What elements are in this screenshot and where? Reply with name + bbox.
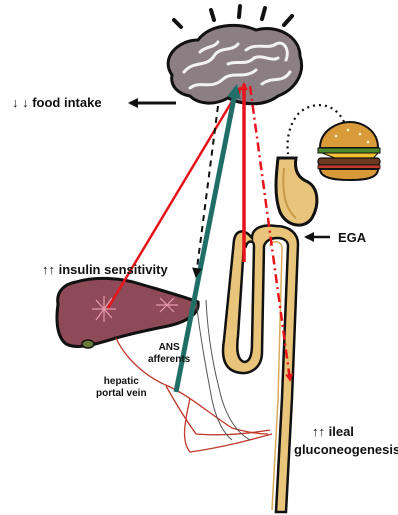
brain-rays [174,6,292,27]
ega-label: EGA [338,230,366,245]
hepatic-label-line1: hepatic [96,376,147,388]
ileal-label-line1: ↑↑ ileal [312,424,354,439]
hepatic-portal-vein-label: hepatic portal vein [96,376,147,400]
food-intake-label: ↓ ↓ food intake [12,95,102,110]
ans-label-line1: ANS [148,342,190,354]
ileal-label-line2: gluconeogenesis [294,442,398,457]
burger-icon [318,122,380,180]
ans-afferents-label: ANS afferents [148,342,190,366]
hepatic-label-line2: portal vein [96,388,147,400]
liver-icon [57,278,198,348]
insulin-sensitivity-label: ↑↑ insulin sensitivity [42,262,168,277]
stomach-icon [276,158,317,225]
intestine-icon [223,226,298,513]
ans-label-line2: afferents [148,354,190,366]
